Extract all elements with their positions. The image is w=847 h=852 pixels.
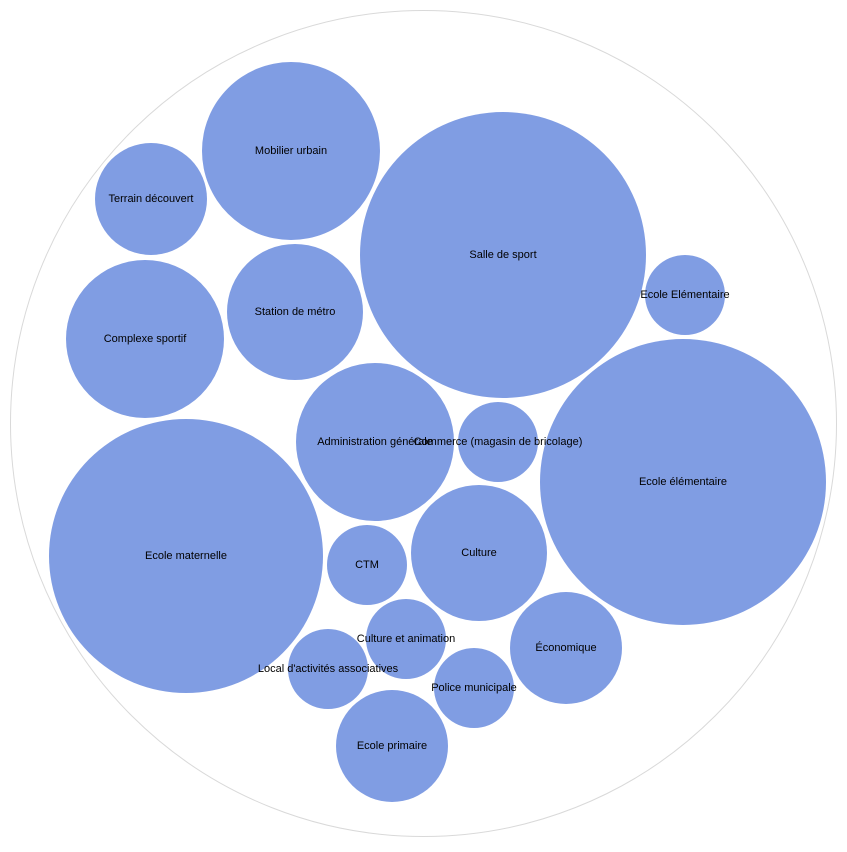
bubble-economique[interactable] bbox=[510, 592, 622, 704]
bubble-label-ecole-elementaire: Ecole élémentaire bbox=[639, 476, 727, 488]
bubble-label-mobilier-urbain: Mobilier urbain bbox=[255, 145, 327, 157]
bubble-ecole-elementaire[interactable] bbox=[645, 255, 725, 335]
bubble-label-culture-et-animation: Culture et animation bbox=[357, 633, 455, 645]
bubble-label-local-d-activites-associatives: Local d'activités associatives bbox=[258, 663, 399, 675]
bubble-label-terrain-decouvert: Terrain découvert bbox=[109, 193, 194, 205]
bubble-administration-generale[interactable] bbox=[296, 363, 454, 521]
bubble-station-de-metro[interactable] bbox=[227, 244, 363, 380]
bubbles-group bbox=[49, 62, 826, 802]
bubble-label-salle-de-sport: Salle de sport bbox=[469, 249, 536, 261]
bubble-label-economique: Économique bbox=[535, 641, 596, 654]
bubble-culture-et-animation[interactable] bbox=[366, 599, 446, 679]
bubble-label-complexe-sportif: Complexe sportif bbox=[104, 333, 187, 345]
bubble-label-ecole-elementaire: Ecole Elémentaire bbox=[640, 289, 729, 301]
bubble-label-administration-generale: Administration générale bbox=[317, 436, 433, 448]
bubble-complexe-sportif[interactable] bbox=[66, 260, 224, 418]
bubble-police-municipale[interactable] bbox=[434, 648, 514, 728]
bubble-commerce-magasin-de-bricolage[interactable] bbox=[458, 402, 538, 482]
bubble-label-commerce-magasin-de-bricolage: Commerce (magasin de bricolage) bbox=[414, 436, 583, 448]
bubble-ecole-elementaire[interactable] bbox=[540, 339, 826, 625]
bubble-local-d-activites-associatives[interactable] bbox=[288, 629, 368, 709]
bubble-culture[interactable] bbox=[411, 485, 547, 621]
outer-container-circle bbox=[10, 10, 837, 837]
bubble-ecole-primaire[interactable] bbox=[336, 690, 448, 802]
bubble-salle-de-sport[interactable] bbox=[360, 112, 646, 398]
bubble-label-police-municipale: Police municipale bbox=[431, 682, 517, 694]
bubble-ctm[interactable] bbox=[327, 525, 407, 605]
bubble-mobilier-urbain[interactable] bbox=[202, 62, 380, 240]
bubble-label-ecole-maternelle: Ecole maternelle bbox=[145, 550, 227, 562]
bubble-label-ecole-primaire: Ecole primaire bbox=[357, 740, 427, 752]
bubble-ecole-maternelle[interactable] bbox=[49, 419, 323, 693]
bubble-label-station-de-metro: Station de métro bbox=[255, 306, 336, 318]
bubble-terrain-decouvert[interactable] bbox=[95, 143, 207, 255]
bubble-label-ctm: CTM bbox=[355, 559, 379, 571]
bubble-label-culture: Culture bbox=[461, 547, 496, 559]
